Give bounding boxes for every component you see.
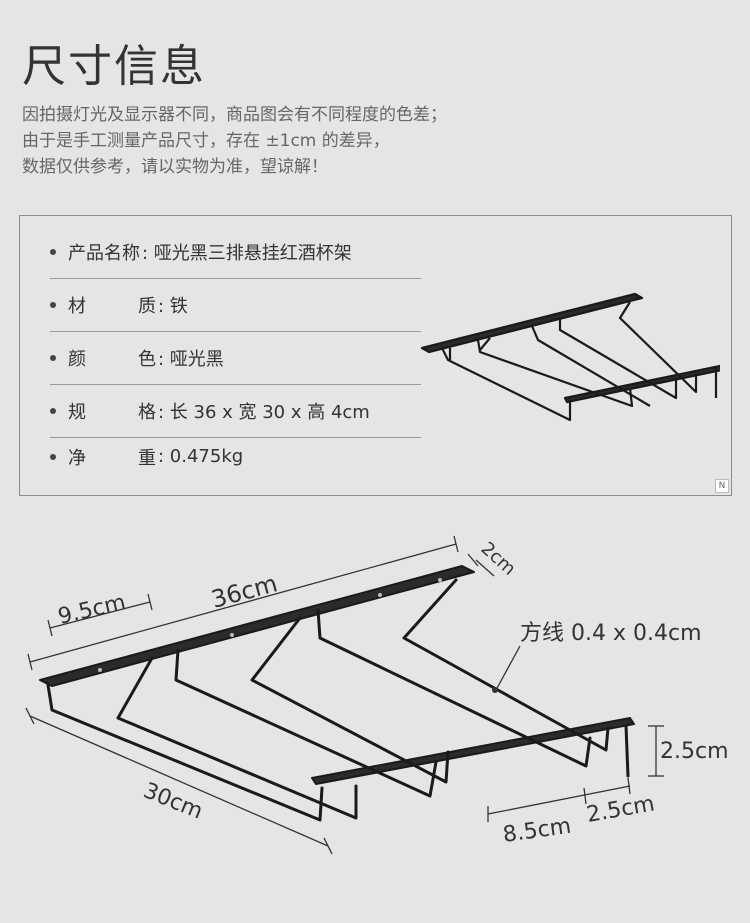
dim-height: 2.5cm (660, 739, 729, 764)
dimension-drawing: 9.5cm 36cm 2cm 30cm 方线 0.4 x 0.4cm 2.5cm… (25, 535, 729, 855)
page-title: 尺寸信息 (22, 41, 206, 92)
leader-dot (492, 687, 498, 693)
spec-row-size: 规 格 : 长 36 x 宽 30 x 高 4cm (50, 385, 421, 438)
dim-hook-spacing: 9.5cm (56, 590, 128, 630)
spec-value: : 长 36 x 宽 30 x 高 4cm (158, 402, 370, 423)
notice-line: 因拍摄灯光及显示器不同，商品图会有不同程度的色差； (22, 105, 447, 125)
dim-depth: 30cm (140, 778, 206, 824)
dim-end-width: 2cm (477, 538, 520, 580)
spec-box: 产品名称 : 哑光黑三排悬挂红酒杯架 材 质 : 铁 颜 色 : 哑光黑 规 格… (19, 215, 732, 496)
spec-label: 净 重 (68, 447, 156, 469)
spec-value: : 铁 (158, 296, 188, 317)
notice-line: 由于是手工测量产品尺寸，存在 ±1cm 的差异， (22, 131, 390, 151)
dim-wire: 方线 0.4 x 0.4cm (520, 621, 702, 646)
notice-line: 数据仅供参考，请以实物为准，望谅解！ (22, 157, 328, 177)
spec-label: 颜 色 (68, 349, 156, 370)
spec-value: : 哑光黑 (158, 349, 224, 370)
spec-row-material: 材 质 : 铁 (50, 279, 421, 332)
bullet-icon (50, 249, 56, 255)
spec-label: 产品名称 (68, 243, 140, 264)
corner-badge: N (715, 479, 729, 493)
bullet-icon (50, 302, 56, 308)
dim-length: 36cm (208, 569, 280, 613)
rack-outline (39, 565, 635, 822)
spec-row-color: 颜 色 : 哑光黑 (50, 332, 421, 385)
dim-front-gap: 2.5cm (585, 791, 657, 828)
spec-row-name: 产品名称 : 哑光黑三排悬挂红酒杯架 (50, 226, 421, 279)
dim-front-spacing: 8.5cm (501, 814, 572, 848)
bullet-icon (50, 408, 56, 414)
bullet-icon (50, 355, 56, 361)
spec-value: : 哑光黑三排悬挂红酒杯架 (142, 243, 352, 264)
product-thumbnail (420, 292, 720, 422)
spec-label: 材 质 (68, 296, 156, 317)
notice-text: 因拍摄灯光及显示器不同，商品图会有不同程度的色差； 由于是手工测量产品尺寸，存在… (22, 102, 722, 180)
spec-label: 规 格 (68, 402, 156, 423)
rail-holes (98, 578, 442, 672)
spec-row-weight: 净 重 : 0.475kg (50, 430, 421, 483)
dimension-lines (25, 535, 664, 855)
spec-value: : 0.475kg (158, 446, 244, 467)
bullet-icon (50, 453, 56, 460)
